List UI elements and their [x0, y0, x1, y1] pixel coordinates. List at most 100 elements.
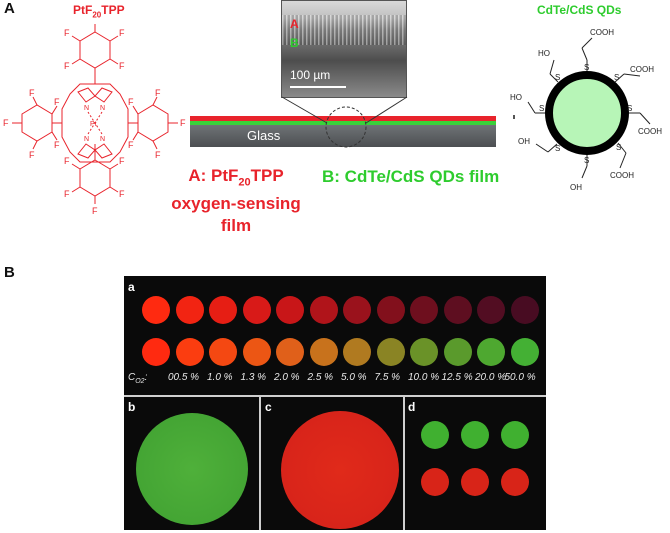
sample-dot-bottom	[242, 338, 271, 366]
atom-f: F	[64, 61, 70, 71]
marker-dot	[513, 115, 515, 119]
ligand-oh: OH	[518, 137, 530, 146]
atom-f: F	[29, 88, 35, 98]
green-dot	[461, 421, 489, 449]
label-b: B: CdTe/CdS QDs film	[322, 167, 500, 186]
sub-panel-c-label: c	[265, 400, 272, 414]
sample-dot-bottom	[309, 338, 338, 366]
red-disc	[281, 411, 399, 529]
sample-dot-bottom	[477, 338, 505, 366]
sem-scalebar	[290, 86, 346, 88]
atom-s: S	[616, 143, 621, 152]
sample-dot-top	[376, 296, 405, 324]
sample-dot-bottom	[142, 338, 170, 366]
atom-f: F	[54, 140, 60, 150]
sem-texture	[282, 15, 406, 45]
concentration-label: 0.5 %	[173, 372, 200, 383]
atom-f: F	[64, 189, 70, 199]
green-dot	[421, 421, 449, 449]
sem-inset: A B 100 µm	[281, 0, 407, 98]
bottom-row	[124, 336, 546, 370]
film-layer-b	[190, 121, 496, 125]
atom-n: N	[84, 105, 89, 112]
atom-s: S	[555, 144, 560, 153]
sample-dot-top	[410, 296, 438, 324]
sample-dot-top	[175, 296, 204, 324]
qds-title: CdTe/CdS QDs	[537, 3, 622, 17]
atom-f: F	[92, 206, 98, 216]
atom-n: N	[100, 105, 105, 112]
atom-f: F	[128, 140, 134, 150]
sample-dot-top	[142, 296, 170, 324]
ligand-cooh: COOH	[610, 171, 634, 180]
atom-n: N	[84, 136, 89, 143]
atom-f: F	[29, 150, 35, 160]
atom-f: F	[3, 118, 9, 128]
atom-f: F	[155, 88, 161, 98]
atom-s: S	[584, 63, 589, 72]
sample-dot-top	[477, 296, 505, 324]
divider-vertical-1	[259, 397, 261, 530]
top-row	[124, 294, 546, 326]
concentration-label: 1.0 %	[207, 372, 233, 383]
sample-dot-bottom	[343, 338, 371, 366]
green-disc	[136, 413, 248, 525]
sem-layer-b-label: B	[290, 36, 299, 50]
sem-scalebar-label: 100 µm	[290, 68, 331, 82]
concentration-label: 20.0 %	[475, 372, 507, 383]
concentration-label: 5.0 %	[341, 372, 367, 383]
atom-f: F	[92, 22, 98, 24]
atom-pt: Pt	[90, 121, 97, 128]
concentration-label: 7.5 %	[374, 372, 401, 383]
concentration-label: 10.0 %	[408, 372, 440, 383]
ligand-cooh: COOH	[630, 65, 654, 74]
label-a: A: PtF20TPP oxygen-sensing film	[171, 166, 301, 236]
atom-s: S	[555, 73, 560, 82]
atom-f: F	[128, 97, 134, 107]
atom-f: F	[180, 118, 186, 128]
atom-s: S	[584, 156, 589, 165]
film-layer-a	[190, 116, 496, 121]
concentration-label: 2.5 %	[307, 372, 334, 383]
sub-panel-a-label: a	[128, 280, 135, 294]
sample-dot-bottom	[410, 338, 438, 366]
sem-layer-a-label: A	[290, 17, 299, 31]
red-dot	[501, 468, 529, 496]
concentration-prefix: CO2:	[128, 372, 148, 385]
sample-dot-bottom	[443, 338, 472, 366]
sample-dot-top	[276, 296, 304, 324]
sub-panel-b-label: b	[128, 400, 136, 414]
concentration-label: 0	[168, 372, 174, 383]
sample-dot-top	[209, 296, 237, 324]
ligand-ho: HO	[510, 93, 522, 102]
concentration-label: 50.0 %	[504, 372, 536, 383]
panel-b-letter: B	[4, 264, 15, 281]
ligand-ho: HO	[538, 49, 550, 58]
atom-n: N	[100, 136, 105, 143]
green-dot	[501, 421, 529, 449]
sample-dot-top	[443, 296, 472, 324]
zoom-indicator	[281, 96, 408, 148]
concentration-label: 12.5 %	[441, 372, 473, 383]
atom-s: S	[627, 104, 632, 113]
atom-f: F	[119, 28, 125, 38]
atom-f: F	[119, 156, 125, 166]
atom-s: S	[614, 73, 619, 82]
atom-f: F	[119, 189, 125, 199]
atom-f: F	[64, 156, 70, 166]
red-dot	[421, 468, 449, 496]
red-dot	[461, 468, 489, 496]
atom-f: F	[54, 97, 60, 107]
sample-dot-top	[242, 296, 271, 324]
sample-dot-bottom	[209, 338, 237, 366]
qd-structure: S S S S S S S S COOH COOH COOH COOH OH O…	[510, 28, 662, 192]
sample-dot-bottom	[175, 338, 204, 366]
divider-vertical-2	[403, 397, 405, 530]
ligand-cooh: COOH	[638, 127, 662, 136]
divider-horizontal	[124, 395, 546, 397]
glass-label: Glass	[247, 128, 281, 143]
sample-dot-bottom	[376, 338, 405, 366]
sample-dot-bottom	[510, 338, 539, 366]
